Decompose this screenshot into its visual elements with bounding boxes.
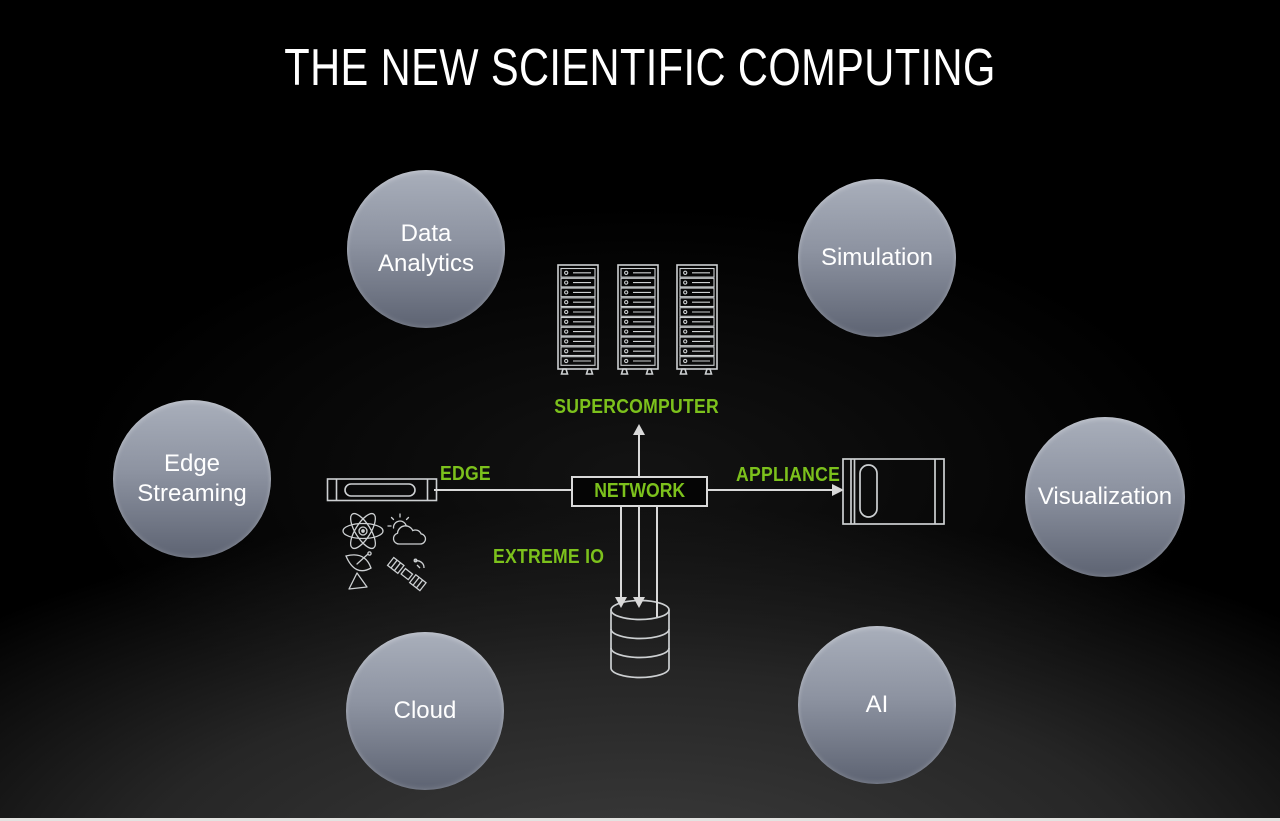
extreme-io-label: EXTREME IO [493,546,605,568]
appliance-label: APPLIANCE [736,464,841,486]
satellite-dish-icon [345,551,372,590]
appliance-arrowhead-icon [832,484,844,496]
rack-server-icon [326,478,438,502]
storage-arrowhead-icon-2 [633,597,645,608]
supercomputer-connection-line [638,434,640,477]
database-icon [610,599,670,679]
bottom-edge-strip [0,818,1280,821]
bubble-label: Simulation [820,244,934,271]
bubble-label: Edge Streaming [137,450,247,507]
storage-arrowhead-icon-1 [615,597,627,608]
bubble-cloud: Cloud [346,632,504,790]
bubble-visualization: Visualization [1025,417,1185,577]
bubble-label: AI [865,691,889,718]
weather-icon [387,513,427,545]
supercomputer-arrowhead-icon [633,424,645,435]
satellite-icon [386,556,427,592]
network-label: NETWORK [594,480,685,502]
bubble-label: Visualization [1037,483,1173,510]
storage-connection-line-3 [656,507,658,617]
bubble-ai: AI [798,626,956,784]
bubble-label: Data Analytics [377,220,475,277]
supercomputer-label: SUPERCOMPUTER [554,396,720,418]
storage-connection-line-1 [620,507,622,598]
bubble-simulation: Simulation [798,179,956,337]
storage-connection-line-2 [638,507,640,598]
network-node: NETWORK [571,476,708,507]
server-racks-icon [552,262,724,382]
atom-icon [342,512,384,550]
bubble-label: Cloud [393,697,457,724]
bubble-data-analytics: Data Analytics [347,170,505,328]
bubble-edge-streaming: Edge Streaming [113,400,271,558]
page-title: THE NEW SCIENTIFIC COMPUTING [284,39,996,97]
appliance-box-icon [842,458,945,525]
appliance-connection-line [708,489,833,491]
edge-connection-line [434,489,571,491]
edge-label: EDGE [440,463,491,485]
